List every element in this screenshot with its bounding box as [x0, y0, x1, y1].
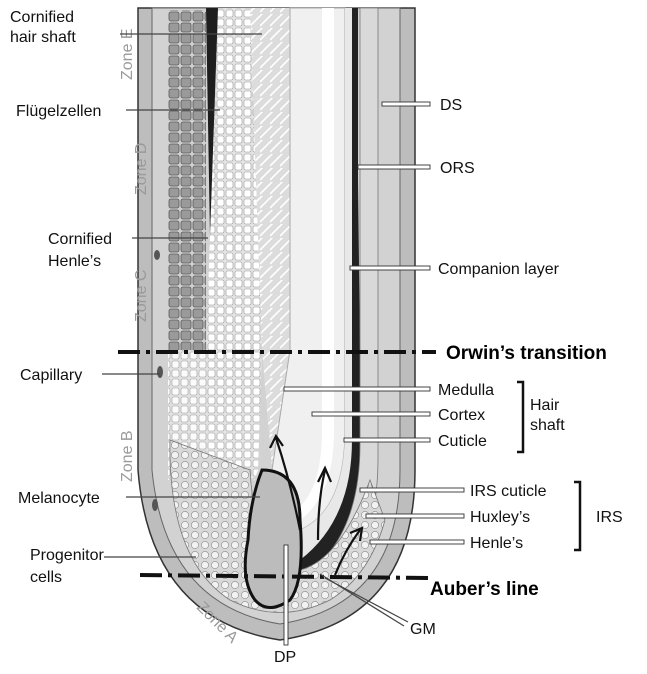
- flugelzellen-label: Flügelzellen: [16, 103, 101, 120]
- cortex-label: Cortex: [438, 407, 485, 424]
- cornified-hair-shaft-label: Cornified hair shaft: [10, 9, 78, 46]
- ors-cell-column: [168, 10, 206, 350]
- capillary-label: Capillary: [20, 367, 82, 384]
- irs-cuticle-label: IRS cuticle: [470, 483, 547, 500]
- cornified-henles-label: Cornified Henle’s: [48, 231, 116, 270]
- zone-b-label: Zone B: [119, 430, 136, 482]
- hair-shaft-bracket: [517, 382, 523, 452]
- zone-d-label: Zone D: [133, 143, 150, 195]
- companion-layer-label: Companion layer: [438, 261, 560, 278]
- irs-bracket: [574, 482, 580, 550]
- capillary-vessel-3: [154, 250, 160, 260]
- cuticle-label: Cuticle: [438, 433, 487, 450]
- henles-label: Henle’s: [470, 535, 523, 552]
- hair-shaft-group-label: Hair shaft: [530, 397, 565, 434]
- zone-e-label: Zone E: [119, 28, 136, 80]
- progenitor-cells-label: Progenitor cells: [30, 547, 108, 586]
- melanocyte-label: Melanocyte: [18, 490, 100, 507]
- irs-group-label: IRS: [596, 509, 623, 526]
- ds-label: DS: [440, 97, 462, 114]
- capillary-vessel-2: [152, 499, 158, 511]
- capillary-vessel: [157, 366, 163, 378]
- zone-c-label: Zone C: [133, 270, 150, 322]
- ors-label: ORS: [440, 160, 475, 177]
- aubers-line-label: Auber’s line: [430, 579, 539, 600]
- dp-label: DP: [274, 649, 296, 666]
- orwins-transition-label: Orwin’s transition: [446, 343, 607, 364]
- medulla-label: Medulla: [438, 382, 494, 399]
- gm-label: GM: [410, 621, 436, 638]
- huxleys-label: Huxley’s: [470, 509, 530, 526]
